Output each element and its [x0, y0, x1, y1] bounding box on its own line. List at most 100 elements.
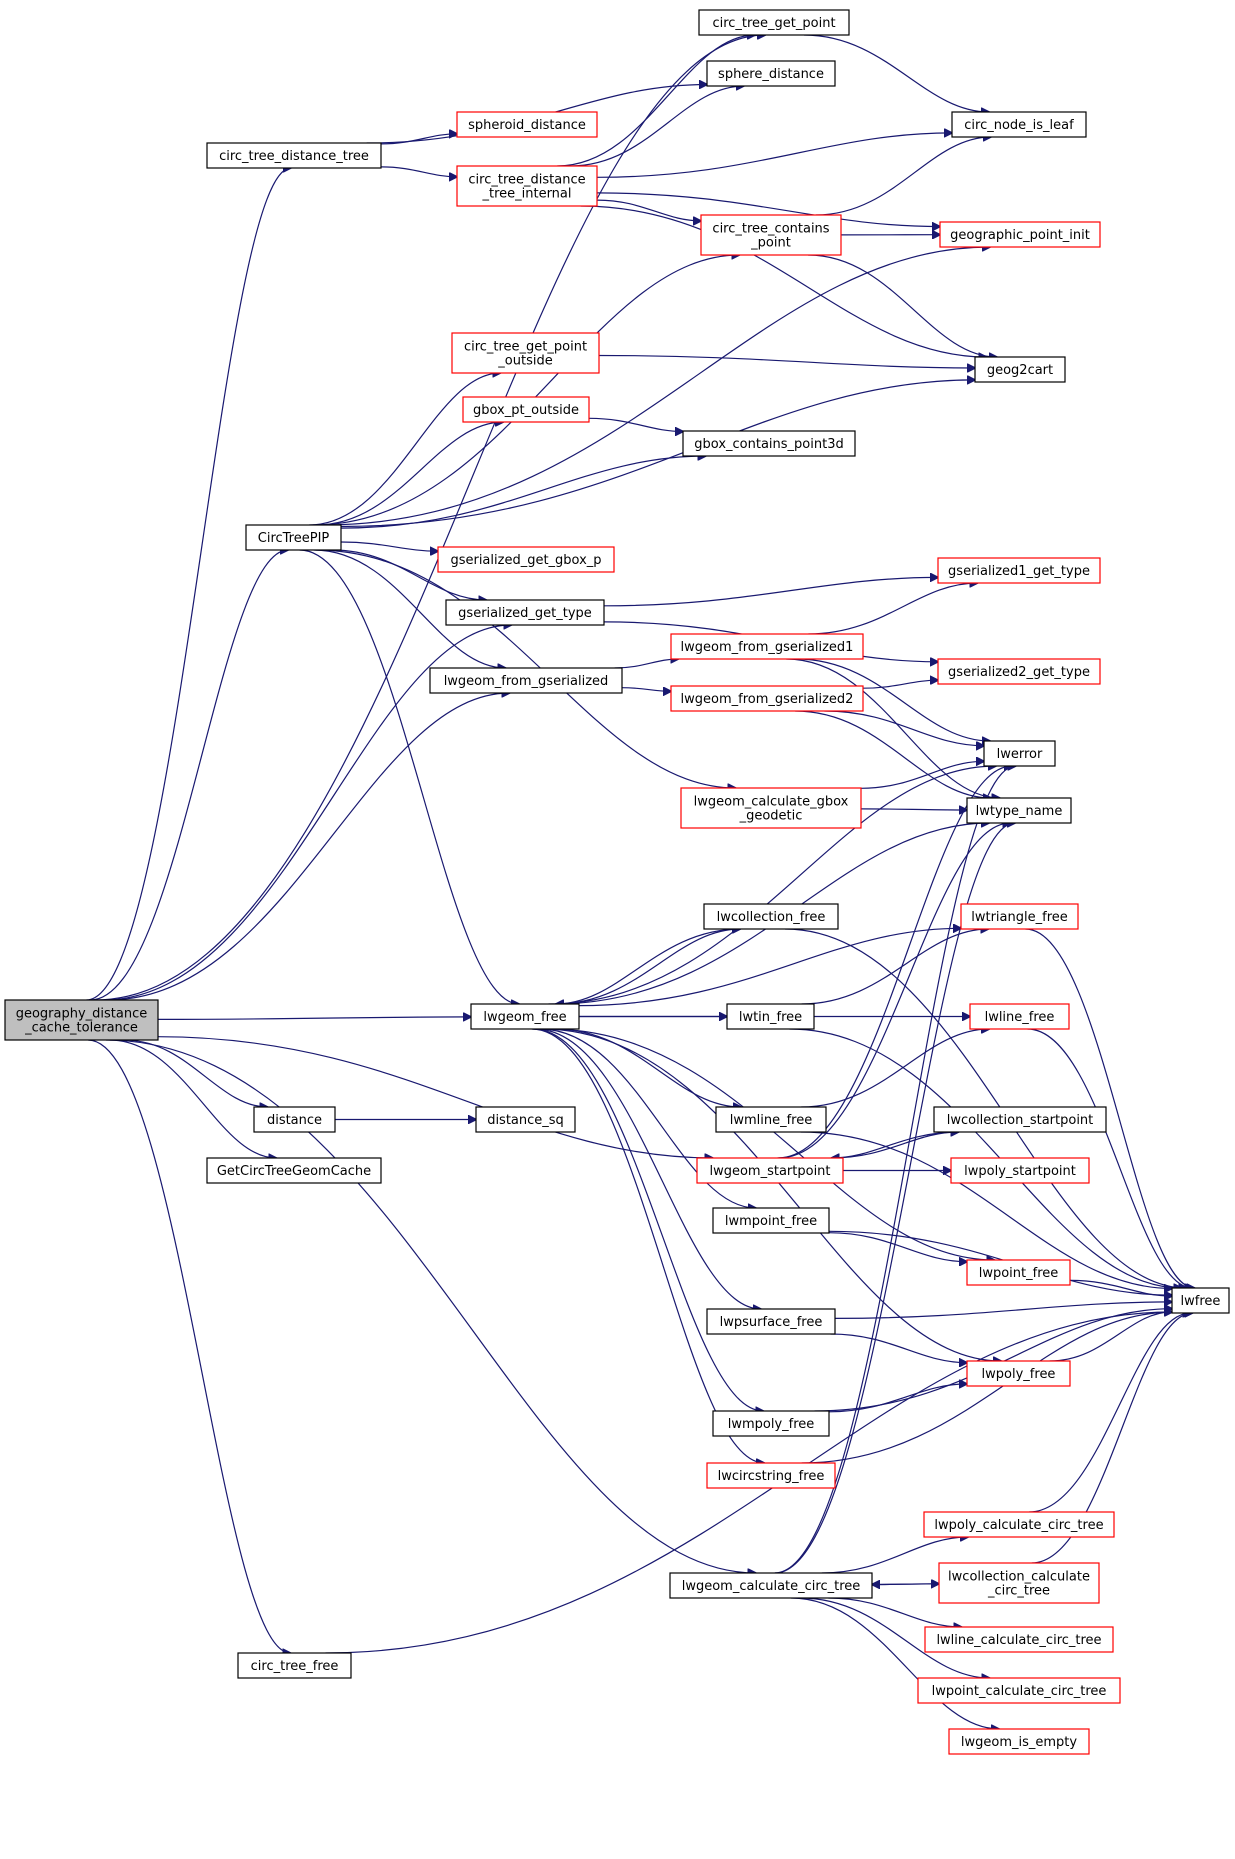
- edge-circ-tree-distance-tree-internal-to-circ-node-is-leaf: [596, 133, 952, 178]
- node-lwgeom-from-gserialized1[interactable]: lwgeom_from_gserialized1: [670, 633, 864, 660]
- node-lwcollection-free[interactable]: lwcollection_free: [703, 903, 839, 930]
- node-lwerror[interactable]: lwerror: [983, 740, 1056, 767]
- node-lwpsurface-free[interactable]: lwpsurface_free: [706, 1308, 836, 1335]
- node-lwpoint-calculate-circ-tree[interactable]: lwpoint_calculate_circ_tree: [917, 1677, 1121, 1704]
- edge-path: [603, 577, 938, 607]
- node-circ-tree-distance-tree[interactable]: circ_tree_distance_tree: [206, 142, 382, 169]
- node-sphere-distance[interactable]: sphere_distance: [706, 60, 836, 87]
- node-box: [429, 667, 623, 694]
- node-gserialized-get-gbox-p[interactable]: gserialized_get_gbox_p: [437, 546, 615, 573]
- node-lwgeom-calculate-gbox-geodetic[interactable]: lwgeom_calculate_gbox_geodetic: [680, 787, 862, 829]
- node-lwgeom-from-gserialized2[interactable]: lwgeom_from_gserialized2: [670, 685, 864, 712]
- node-label: gserialized1_get_type: [948, 564, 1090, 579]
- node-lwpoint-free[interactable]: lwpoint_free: [966, 1259, 1071, 1286]
- node-box: [938, 1562, 1100, 1604]
- node-lwline-calculate-circ-tree[interactable]: lwline_calculate_circ_tree: [924, 1626, 1114, 1653]
- node-getcirctreegeomcache[interactable]: GetCircTreeGeomCache: [206, 1157, 382, 1184]
- node-label: lwgeom_startpoint: [709, 1164, 830, 1179]
- node-box: [445, 599, 605, 626]
- node-gbox-contains-point3d[interactable]: gbox_contains_point3d: [682, 430, 856, 457]
- edge-path: [821, 1537, 968, 1574]
- node-circ-tree-distance-tree-internal[interactable]: circ_tree_distance_tree_internal: [456, 165, 598, 207]
- edge-path: [532, 1028, 764, 1411]
- node-lwcollection-calculate-circ-tree[interactable]: lwcollection_calculate_circ_tree: [938, 1562, 1100, 1604]
- edge-lwtin-free-to-lwtriangle-free: [801, 929, 989, 1005]
- node-gserialized1-get-type[interactable]: gserialized1_get_type: [937, 557, 1101, 584]
- node-circ-tree-get-point[interactable]: circ_tree_get_point: [698, 9, 850, 36]
- edge-lwpoly-free-to-lwfree: [1049, 1312, 1172, 1362]
- node-circ-tree-contains-point[interactable]: circ_tree_contains_point: [700, 214, 842, 256]
- edge-circtreepip-to-circ-tree-get-point-outside: [309, 373, 500, 526]
- edge-path: [549, 1028, 994, 1260]
- node-gserialized2-get-type[interactable]: gserialized2_get_type: [937, 658, 1101, 685]
- edge-path: [596, 199, 701, 221]
- node-label: gbox_contains_point3d: [694, 437, 843, 452]
- node-label: lwgeom_from_gserialized: [444, 674, 609, 689]
- edge-path: [801, 1312, 1172, 1464]
- edge-path: [556, 928, 741, 1004]
- node-circ-tree-get-point-outside[interactable]: circ_tree_get_point_outside: [451, 332, 600, 374]
- node-lwmpoly-free[interactable]: lwmpoly_free: [712, 1410, 830, 1437]
- node-lwtriangle-free[interactable]: lwtriangle_free: [960, 903, 1079, 930]
- node-label: circ_tree_distance_tree: [219, 149, 369, 164]
- edge-path: [105, 1039, 756, 1573]
- node-distance-sq[interactable]: distance_sq: [475, 1106, 576, 1133]
- node-lwgeom-from-gserialized[interactable]: lwgeom_from_gserialized: [429, 667, 623, 694]
- node-label: circ_tree_get_point: [464, 340, 587, 355]
- edge-path: [598, 354, 975, 369]
- node-lwgeom-startpoint[interactable]: lwgeom_startpoint: [696, 1157, 844, 1184]
- node-lwgeom-is-empty[interactable]: lwgeom_is_empty: [948, 1728, 1090, 1755]
- node-geographic-point-init[interactable]: geographic_point_init: [939, 221, 1101, 248]
- edge-path: [828, 1597, 961, 1627]
- edge-circtreepip-to-gbox-pt-outside: [316, 422, 503, 526]
- node-circ-tree-free[interactable]: circ_tree_free: [237, 1652, 352, 1679]
- edge-path: [795, 710, 991, 798]
- edge-circtreepip-to-circ-tree-contains-point: [313, 255, 739, 526]
- node-distance[interactable]: distance: [253, 1106, 336, 1133]
- edge-path: [1031, 1313, 1193, 1564]
- edge-path: [95, 35, 765, 1001]
- node-box: [670, 685, 864, 712]
- node-box: [437, 546, 615, 573]
- edge-circtreepip-to-lwgeom-free: [299, 549, 520, 1004]
- edge-root-to-circ-tree-distance-tree: [86, 168, 291, 1001]
- node-label: _circ_tree: [987, 1584, 1050, 1599]
- edge-lwcircstring-free-to-lwfree: [801, 1312, 1172, 1464]
- edge-path: [831, 1132, 958, 1159]
- node-box: [669, 1572, 873, 1599]
- node-lwtype-name[interactable]: lwtype_name: [966, 797, 1072, 824]
- edge-path: [1069, 1279, 1172, 1296]
- node-lwmline-free[interactable]: lwmline_free: [715, 1106, 827, 1133]
- edge-path: [862, 680, 938, 689]
- node-lwpoly-free[interactable]: lwpoly_free: [966, 1360, 1071, 1387]
- node-geog2cart[interactable]: geog2cart: [974, 356, 1066, 383]
- node-root[interactable]: geography_distance_cache_tolerance: [4, 999, 159, 1041]
- node-spheroid-distance[interactable]: spheroid_distance: [456, 111, 598, 138]
- node-lwtin-free[interactable]: lwtin_free: [726, 1003, 815, 1030]
- node-lwpoly-startpoint[interactable]: lwpoly_startpoint: [950, 1157, 1090, 1184]
- edge-lwcollection-free-to-lwgeom-free: [556, 928, 741, 1004]
- edge-path: [800, 1597, 990, 1678]
- node-label: lwtin_free: [739, 1010, 802, 1025]
- node-lwmpoint-free[interactable]: lwmpoint_free: [712, 1207, 830, 1234]
- node-label: lwgeom_calculate_circ_tree: [682, 1579, 861, 1594]
- node-gbox-pt-outside[interactable]: gbox_pt_outside: [462, 396, 590, 423]
- node-lwpoly-calculate-circ-tree[interactable]: lwpoly_calculate_circ_tree: [923, 1511, 1115, 1538]
- node-circtreepip[interactable]: CircTreePIP: [245, 524, 342, 551]
- node-box: [715, 1106, 827, 1133]
- node-lwfree[interactable]: lwfree: [1171, 1287, 1230, 1314]
- node-box: [706, 1462, 836, 1489]
- edge-lwgeom-from-gserialized1-to-lwerror: [796, 658, 991, 741]
- node-lwgeom-free[interactable]: lwgeom_free: [470, 1003, 580, 1030]
- node-lwcircstring-free[interactable]: lwcircstring_free: [706, 1462, 836, 1489]
- node-lwcollection-startpoint[interactable]: lwcollection_startpoint: [933, 1106, 1107, 1133]
- node-label: gserialized2_get_type: [948, 665, 1090, 680]
- edge-path: [580, 205, 987, 357]
- node-circ-node-is-leaf[interactable]: circ_node_is_leaf: [951, 111, 1087, 138]
- edge-path: [109, 1039, 277, 1158]
- node-box: [470, 1003, 580, 1030]
- node-lwline-free[interactable]: lwline_free: [969, 1003, 1070, 1030]
- edge-gbox-pt-outside-to-gbox-contains-point3d: [588, 417, 683, 431]
- node-lwgeom-calculate-circ-tree[interactable]: lwgeom_calculate_circ_tree: [669, 1572, 873, 1599]
- node-gserialized-get-type[interactable]: gserialized_get_type: [445, 599, 605, 626]
